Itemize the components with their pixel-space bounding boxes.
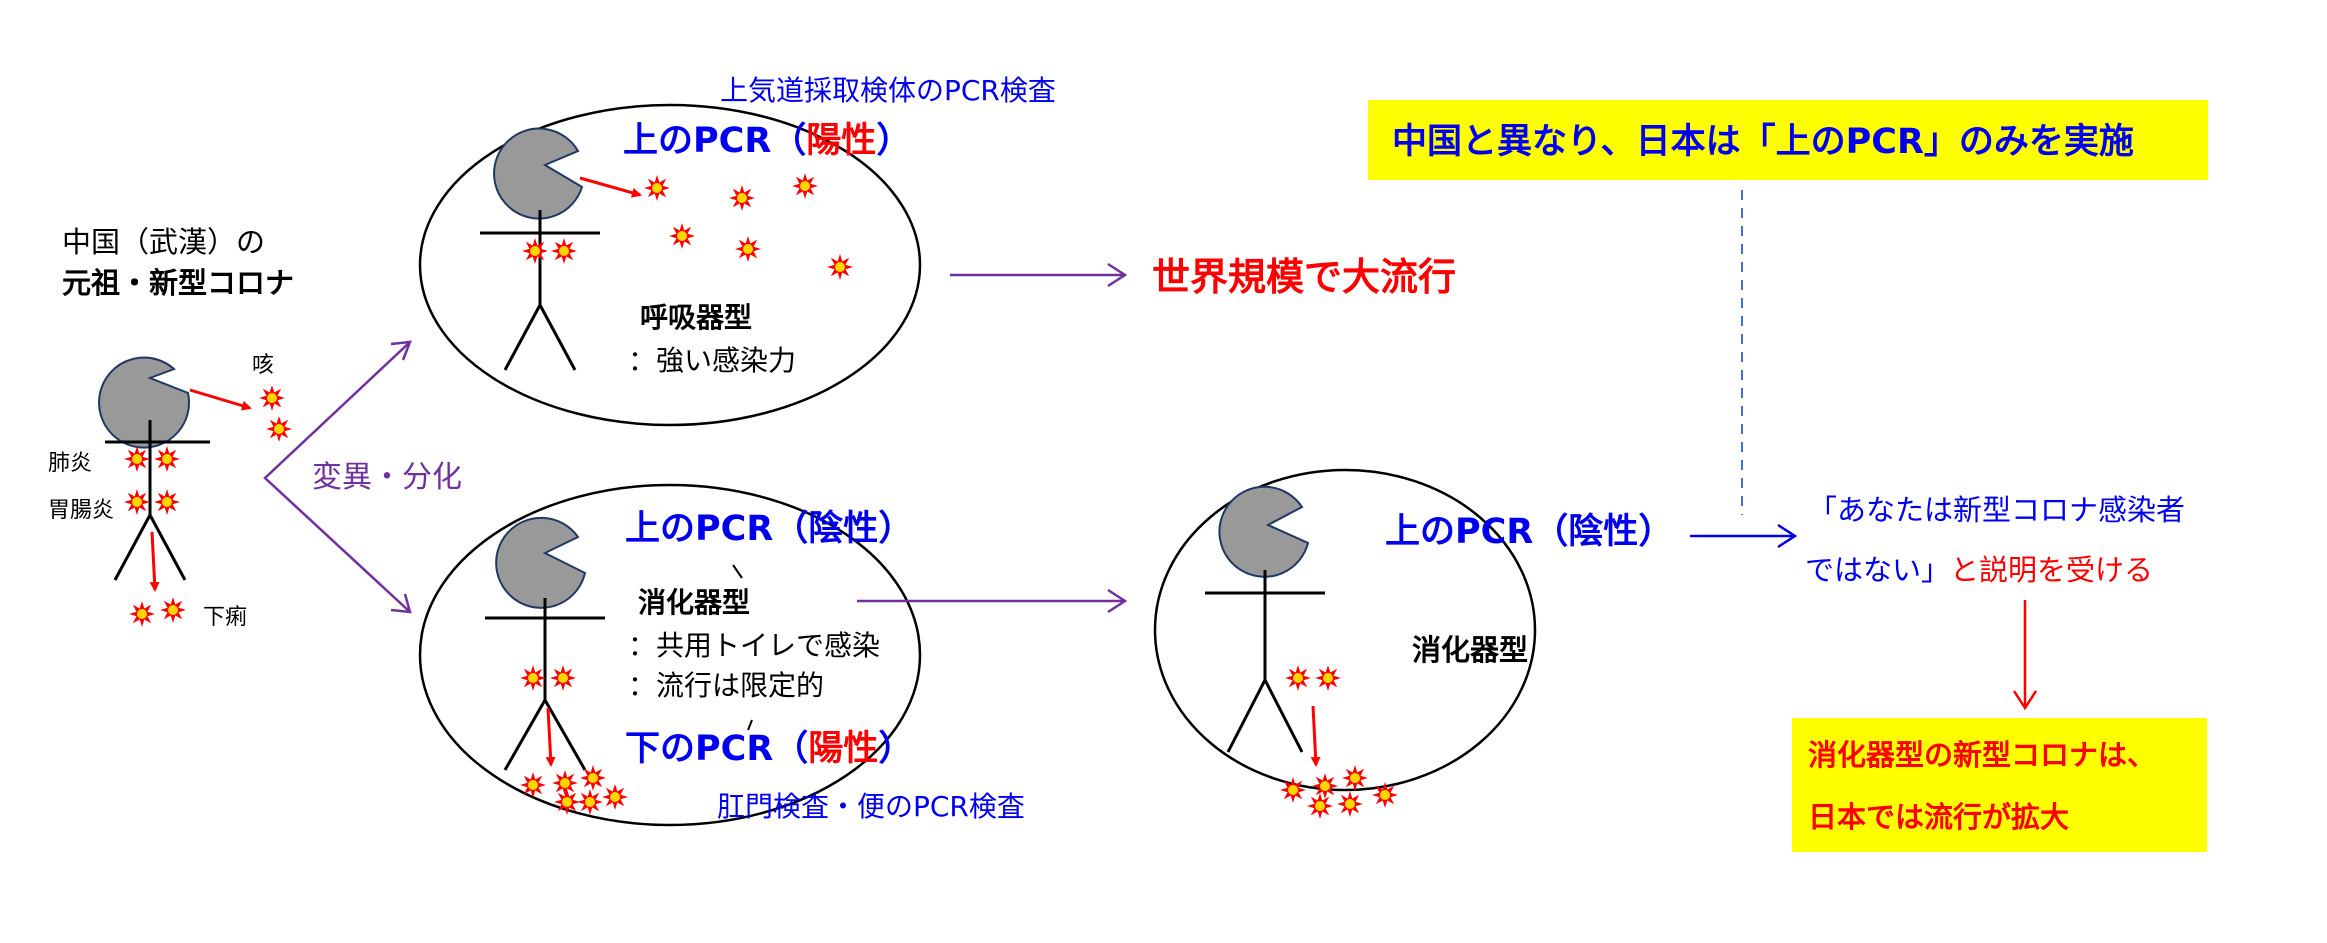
virus-core (677, 231, 687, 241)
top-type: 呼吸器型 (640, 301, 752, 334)
japan-excrete-arrow (1310, 705, 1321, 767)
to-japan-arrow (857, 588, 1128, 614)
virus-core (162, 497, 172, 507)
bottom-footer: 肛門検査・便のPCR検査 (717, 790, 1025, 823)
japan-note-box (1368, 100, 2208, 180)
bottom-head (495, 516, 587, 609)
japan-ellipse (1153, 468, 1537, 792)
virus-core (1345, 799, 1355, 809)
pneumonia-label: 肺炎 (48, 451, 92, 476)
top-head (493, 127, 584, 220)
conclusion-box (1792, 718, 2207, 852)
top-figure (480, 127, 600, 371)
virus-core (610, 792, 620, 802)
virus-core (137, 609, 147, 619)
conclusion-line1: 消化器型の新型コロナは、 (1808, 738, 2156, 772)
japan-figure (1205, 485, 1325, 753)
japan-note: 中国と異なり、日本は「上のPCR」のみを実施 (1392, 122, 2134, 162)
gastro-label: 胃腸炎 (48, 498, 114, 523)
top-spread-arrow (579, 176, 642, 198)
virus-core (1293, 673, 1303, 683)
virus-core (162, 454, 172, 464)
virus-core (1315, 801, 1325, 811)
top-header: 上気道採取検体のPCR検査 (720, 74, 1056, 107)
pointer-mark (747, 719, 753, 731)
to-told-arrow (1690, 523, 1798, 549)
bottom-desc1: ：共用トイレで感染 (628, 629, 880, 662)
virus-core (652, 183, 662, 193)
told-line2: ではない」と説明を受ける (1805, 553, 2153, 587)
told-line2-blue: ではない」 (1805, 553, 1950, 587)
virus-core (1323, 673, 1333, 683)
world-outcome: 世界規模で大流行 (1152, 255, 1456, 299)
virus-core (528, 780, 538, 790)
virus-core (585, 797, 595, 807)
origin-head (98, 356, 191, 449)
pointer-mark (732, 564, 743, 579)
conclusion-line2: 日本では流行が拡大 (1808, 800, 2069, 834)
virus-core (274, 424, 284, 434)
japan-type: 消化器型 (1412, 633, 1528, 667)
diarrhea-label: 下痢 (203, 605, 247, 630)
virus-core (132, 454, 142, 464)
mutation-branch (263, 340, 412, 614)
bottom-lower-pcr: 下のPCR（陽性） (625, 729, 913, 769)
bottom-lower-pcr-result: 陽性 (808, 729, 878, 769)
told-line1: 「あなたは新型コロナ感染者 (1808, 493, 2185, 527)
told-line2-red: と説明を受ける (1950, 553, 2153, 587)
to-conclusion-arrow (2012, 600, 2038, 711)
virus-marks (124, 173, 1398, 819)
bottom-excrete-arrow (545, 707, 556, 767)
virus-core (1380, 790, 1390, 800)
virus-core (835, 262, 845, 272)
mutation-label: 変異・分化 (312, 460, 462, 495)
cough-arrow (189, 388, 252, 411)
bottom-figure (485, 516, 605, 771)
virus-core (588, 773, 598, 783)
virus-core (737, 193, 747, 203)
origin-figure (98, 356, 210, 581)
virus-core (558, 673, 568, 683)
top-pcr-result: 陽性 (806, 121, 876, 161)
virus-core (132, 497, 142, 507)
top-desc: ：強い感染力 (628, 344, 796, 377)
bottom-ellipse (418, 483, 922, 827)
japan-pcr: 上のPCR（陰性） (1385, 512, 1673, 552)
diarrhea-arrow (149, 531, 160, 592)
virus-core (1350, 773, 1360, 783)
top-pcr: 上のPCR（陽性） (623, 121, 911, 161)
origin-title-line1: 中国（武漢）の (62, 225, 265, 259)
virus-core (267, 393, 277, 403)
top-ellipse (418, 103, 922, 427)
virus-core (1288, 785, 1298, 795)
virus-core (530, 246, 540, 256)
virus-core (743, 244, 753, 254)
virus-core (528, 673, 538, 683)
bottom-type: 消化器型 (638, 586, 750, 619)
bottom-upper-pcr: 上のPCR（陰性） (625, 509, 913, 549)
origin-title-line2: 元祖・新型コロナ (62, 266, 294, 300)
virus-core (559, 246, 569, 256)
to-world-arrow (950, 262, 1128, 288)
virus-core (1320, 781, 1330, 791)
japan-head (1218, 485, 1310, 578)
cough-label: 咳 (252, 353, 274, 378)
virus-core (562, 797, 572, 807)
virus-core (168, 605, 178, 615)
virus-core (560, 778, 570, 788)
bottom-desc2: ：流行は限定的 (628, 669, 824, 702)
virus-core (800, 181, 810, 191)
